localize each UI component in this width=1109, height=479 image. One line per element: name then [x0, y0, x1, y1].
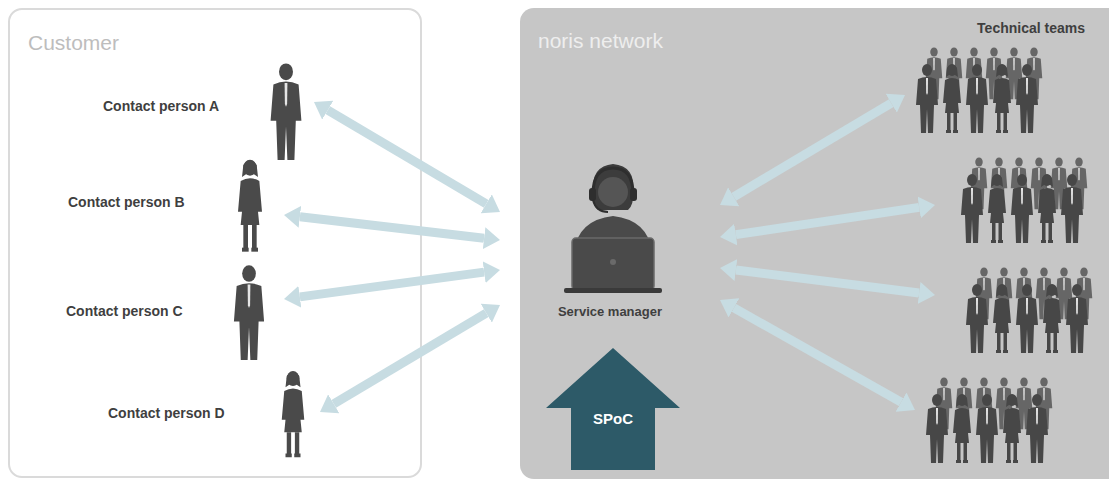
contact-person: Contact person A: [97, 57, 314, 157]
arrow-shape: [546, 348, 680, 470]
node-label: Contact person C: [66, 303, 183, 321]
technical-teams: Technical teams: [905, 14, 1103, 469]
node-label: noris network: [538, 28, 663, 54]
arrow-shape: [546, 348, 680, 470]
node-label: Technical teams: [977, 20, 1085, 38]
node-label: Contact person D: [108, 405, 225, 423]
contact-person: Contact person C: [60, 262, 284, 362]
service-manager: Service manager: [500, 160, 720, 330]
node-label: Customer: [28, 30, 119, 56]
node-label: Contact person A: [103, 98, 219, 116]
node-label: Service manager: [558, 304, 662, 320]
contact-person: Contact person B: [62, 153, 284, 253]
node-label: SPoC: [593, 410, 633, 429]
node-label: Contact person B: [68, 194, 185, 212]
provider-panel: noris networkService managerSPoC Technica…: [520, 8, 1109, 479]
contact-person: Contact person D: [102, 364, 320, 464]
spoc-arrow: SPoC: [546, 348, 680, 470]
customer-panel: CustomerContact person A Contact person B…: [8, 8, 422, 478]
